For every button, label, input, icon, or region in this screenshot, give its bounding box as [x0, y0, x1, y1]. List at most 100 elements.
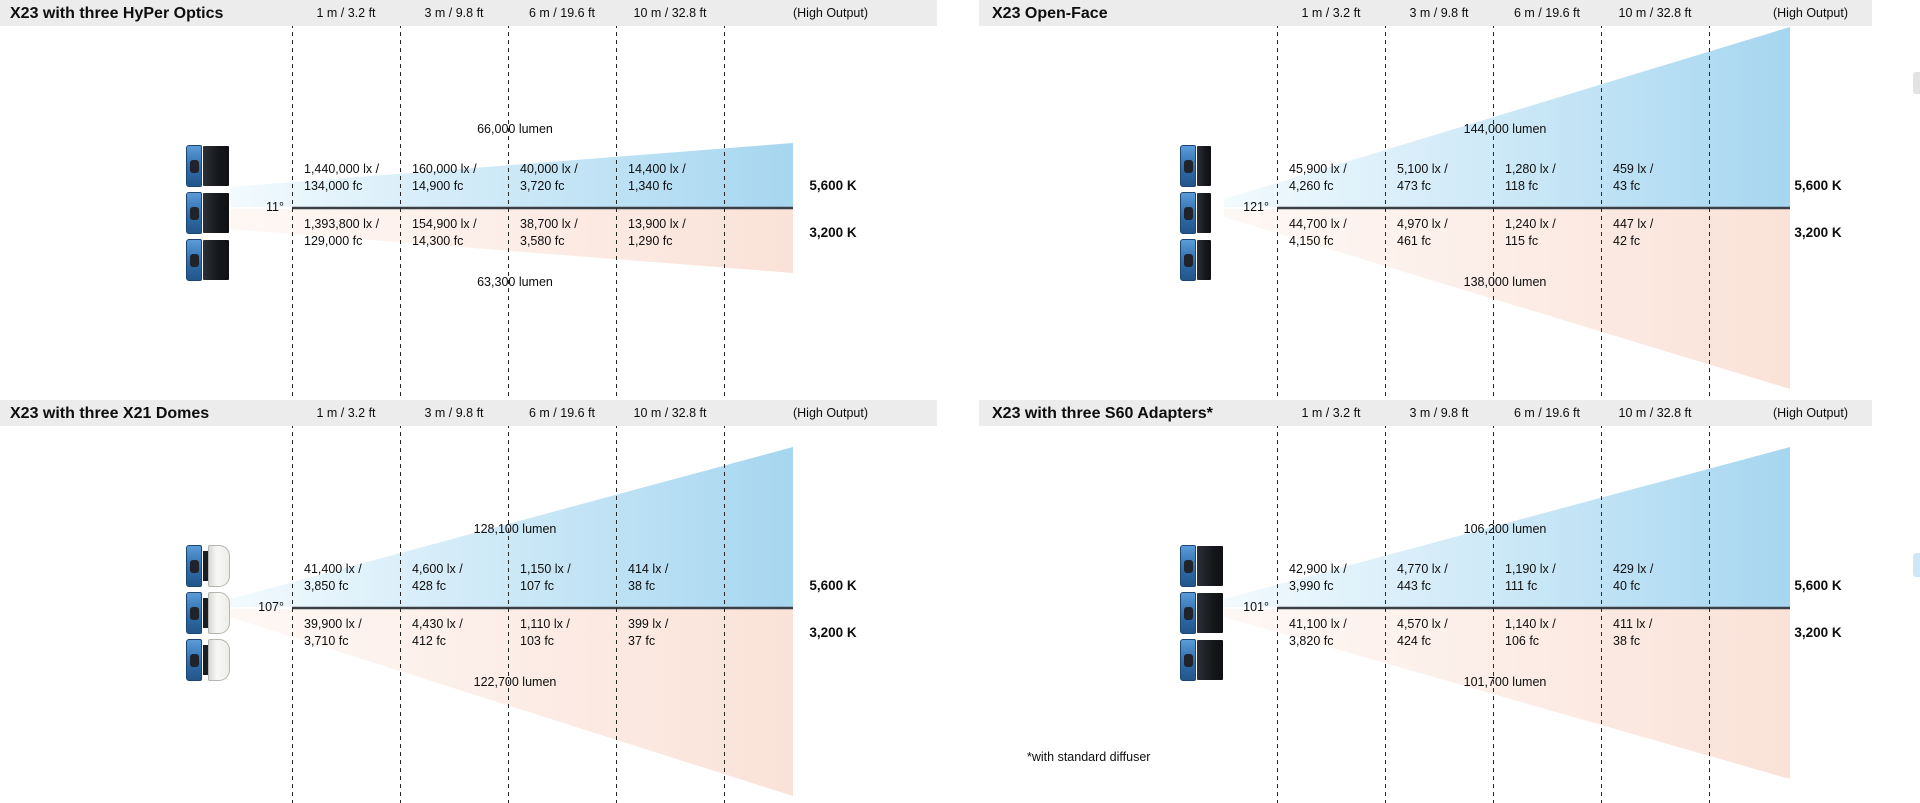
cct-3200k-label: 3,200 K — [809, 625, 857, 640]
lumen-output-3200k-label: 138,000 lumen — [1463, 275, 1547, 289]
illuminance-cell: 411 lx /38 fc — [1613, 617, 1653, 648]
fixture-icon — [1180, 545, 1223, 686]
column-header: (High Output) — [1772, 406, 1849, 420]
lumen-output-3200k-label: 101,700 lumen — [1463, 675, 1547, 689]
cct-3200k-label: 3,200 K — [1794, 225, 1842, 240]
light-beam-diagram — [230, 143, 793, 273]
column-header: 10 m / 32.8 ft — [1618, 6, 1692, 20]
illuminance-cell: 1,190 lx /111 fc — [1505, 562, 1556, 593]
header-band — [0, 0, 937, 26]
beam-5600k — [230, 447, 793, 607]
illuminance-cell: 1,140 lx /106 fc — [1505, 617, 1556, 648]
fixture-unit — [1180, 639, 1223, 681]
light-beam-diagram — [1224, 447, 1790, 779]
viewport-edge-fragment — [1913, 72, 1920, 94]
lumen-output-3200k-label: 122,700 lumen — [473, 675, 557, 689]
distance-gridline — [508, 0, 509, 403]
cct-3200k-label: 3,200 K — [1794, 625, 1842, 640]
illuminance-cell: 4,600 lx /428 fc — [412, 562, 463, 593]
illuminance-cell: 39,900 lx /3,710 fc — [304, 617, 362, 648]
fixture-unit — [186, 592, 230, 634]
beam-3200k — [230, 609, 793, 796]
column-header: 10 m / 32.8 ft — [633, 6, 707, 20]
column-header: 10 m / 32.8 ft — [633, 406, 707, 420]
illuminance-cell: 160,000 lx /14,900 fc — [412, 162, 477, 193]
column-header: 3 m / 9.8 ft — [424, 6, 484, 20]
distance-gridline — [400, 0, 401, 403]
illuminance-cell: 45,900 lx /4,260 fc — [1289, 162, 1347, 193]
illuminance-cell: 42,900 lx /3,990 fc — [1289, 562, 1347, 593]
fixture-unit — [186, 145, 229, 187]
illuminance-cell: 13,900 lx /1,290 fc — [628, 217, 686, 248]
fixture-unit — [1180, 145, 1211, 187]
beam-5600k — [230, 143, 793, 207]
header-band — [979, 0, 1872, 26]
illuminance-cell: 1,393,800 lx /129,000 fc — [304, 217, 380, 248]
illuminance-cell: 429 lx /40 fc — [1613, 562, 1654, 593]
column-header: (High Output) — [1772, 6, 1849, 20]
illuminance-cell: 14,400 lx /1,340 fc — [628, 162, 686, 193]
cct-5600k-label: 5,600 K — [1794, 578, 1842, 593]
lumen-output-5600k-label: 106,200 lumen — [1463, 522, 1547, 536]
illuminance-cell: 1,240 lx /115 fc — [1505, 217, 1556, 248]
beam-angle-label: 121° — [1243, 200, 1269, 214]
illuminance-cell: 1,280 lx /118 fc — [1505, 162, 1556, 193]
beam-angle-label: 101° — [1243, 600, 1269, 614]
illuminance-cell: 399 lx /37 fc — [628, 617, 669, 648]
quadrant-s60-adapters: X23 with three S60 Adapters* 1 m / 3.2 f… — [960, 400, 1920, 803]
beam-5600k — [1224, 447, 1790, 607]
distance-gridline — [616, 400, 617, 803]
column-header: 1 m / 3.2 ft — [316, 6, 376, 20]
quadrant-title: X23 with three S60 Adapters* — [992, 405, 1213, 422]
lumen-output-5600k-label: 128,100 lumen — [473, 522, 557, 536]
viewport-edge-fragment — [1913, 553, 1920, 577]
beam-5600k — [1224, 27, 1790, 207]
column-header: 1 m / 3.2 ft — [1301, 6, 1361, 20]
fixture-unit — [186, 639, 230, 681]
distance-gridline — [1709, 0, 1710, 403]
beam-3200k — [1224, 609, 1790, 779]
fixture-unit — [186, 239, 229, 281]
distance-gridline — [1601, 0, 1602, 403]
illuminance-cell: 459 lx /43 fc — [1613, 162, 1654, 193]
distance-gridline — [1493, 400, 1494, 803]
column-header: 3 m / 9.8 ft — [424, 406, 484, 420]
quadrant-title: X23 with three HyPer Optics — [10, 5, 224, 22]
quadrant-hyper-optics: X23 with three HyPer Optics 1 m / 3.2 ft… — [0, 0, 960, 403]
illuminance-cell: 4,570 lx /424 fc — [1397, 617, 1448, 648]
illuminance-cell: 40,000 lx /3,720 fc — [520, 162, 578, 193]
illuminance-cell: 4,970 lx /461 fc — [1397, 217, 1448, 248]
column-header: 10 m / 32.8 ft — [1618, 406, 1692, 420]
column-header: 6 m / 19.6 ft — [528, 406, 595, 420]
light-beam-diagram — [1224, 27, 1790, 389]
distance-gridline — [1277, 400, 1278, 803]
column-header: 3 m / 9.8 ft — [1409, 406, 1469, 420]
fixture-icon — [186, 145, 229, 286]
cct-5600k-label: 5,600 K — [1794, 178, 1842, 193]
column-header: 6 m / 19.6 ft — [1513, 406, 1580, 420]
column-header: (High Output) — [792, 6, 869, 20]
distance-gridline — [292, 0, 293, 403]
illuminance-cell: 41,400 lx /3,850 fc — [304, 562, 362, 593]
illuminance-cell: 1,440,000 lx /134,000 fc — [304, 162, 380, 193]
light-beam-diagram — [230, 447, 793, 796]
column-header: 1 m / 3.2 ft — [1301, 406, 1361, 420]
column-header: 1 m / 3.2 ft — [316, 406, 376, 420]
fixture-icon — [1180, 145, 1211, 286]
beam-angle-label: 107° — [258, 600, 284, 614]
illuminance-cell: 38,700 lx /3,580 fc — [520, 217, 578, 248]
illuminance-cell: 154,900 lx /14,300 fc — [412, 217, 477, 248]
lumen-output-5600k-label: 66,000 lumen — [477, 122, 553, 136]
illuminance-cell: 4,430 lx /412 fc — [412, 617, 463, 648]
distance-gridline — [508, 400, 509, 803]
quadrant-title: X23 Open-Face — [992, 5, 1108, 22]
distance-gridline — [292, 400, 293, 803]
fixture-unit — [186, 545, 230, 587]
quadrant-title: X23 with three X21 Domes — [10, 405, 210, 422]
cct-3200k-label: 3,200 K — [809, 225, 857, 240]
distance-gridline — [1385, 0, 1386, 403]
illuminance-cell: 414 lx /38 fc — [628, 562, 669, 593]
header-band — [979, 400, 1872, 426]
lumen-output-3200k-label: 63,300 lumen — [477, 275, 553, 289]
fixture-unit — [1180, 545, 1223, 587]
